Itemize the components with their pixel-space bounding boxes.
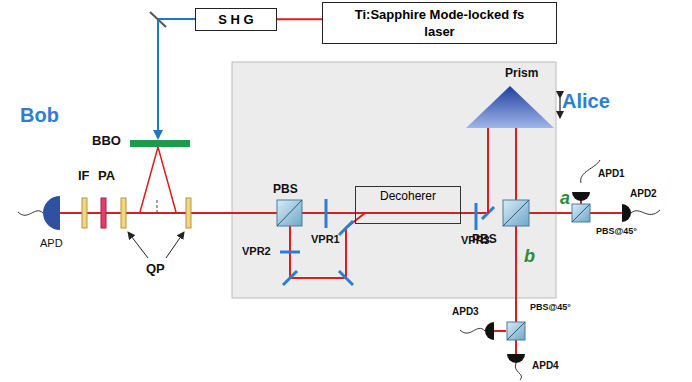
detector-label: APD3 (452, 306, 479, 317)
laser-box: Ti:Sapphire Mode-locked fs laser (322, 2, 557, 44)
region-heading: Alice (562, 90, 610, 113)
detector-label: APD2 (630, 188, 657, 199)
prism-label: Prism (505, 66, 538, 80)
prism (466, 86, 554, 128)
party-label: Bob (20, 104, 59, 127)
filter-label: IF (78, 168, 90, 183)
port-label: a (560, 188, 570, 209)
polarizer-label: PA (98, 168, 115, 183)
bbo-crystal (130, 140, 190, 147)
detector-label: APD1 (598, 168, 625, 179)
waveplate-label: VPR1 (311, 233, 340, 245)
alice-region (232, 62, 556, 298)
pbs-label: PBS (472, 232, 497, 246)
pbs-label: PBS@45° (596, 226, 637, 236)
alice-region: AliceDecoherer (232, 62, 556, 298)
process-box: S H G (195, 8, 277, 31)
node-label: S H G (218, 12, 253, 27)
detector (43, 192, 631, 363)
node-label: Ti:Sapphire Mode-locked fs laser (340, 6, 540, 40)
pbs-label: PBS@45° (530, 302, 571, 312)
detector-label: APD4 (532, 360, 559, 371)
crystal-label: BBO (92, 133, 121, 148)
plate-label: QP (146, 261, 165, 276)
waveplate-label: VPR2 (242, 245, 271, 257)
pbs-label: PBS (273, 182, 298, 196)
laser-beam (277, 18, 322, 20)
detector-label: APD (40, 237, 63, 249)
pbs-cube (277, 200, 590, 340)
decoherer-box: Decoherer (355, 186, 461, 224)
node-label: Decoherer (356, 189, 460, 203)
port-label: b (524, 246, 535, 267)
wave-plate (280, 251, 300, 254)
